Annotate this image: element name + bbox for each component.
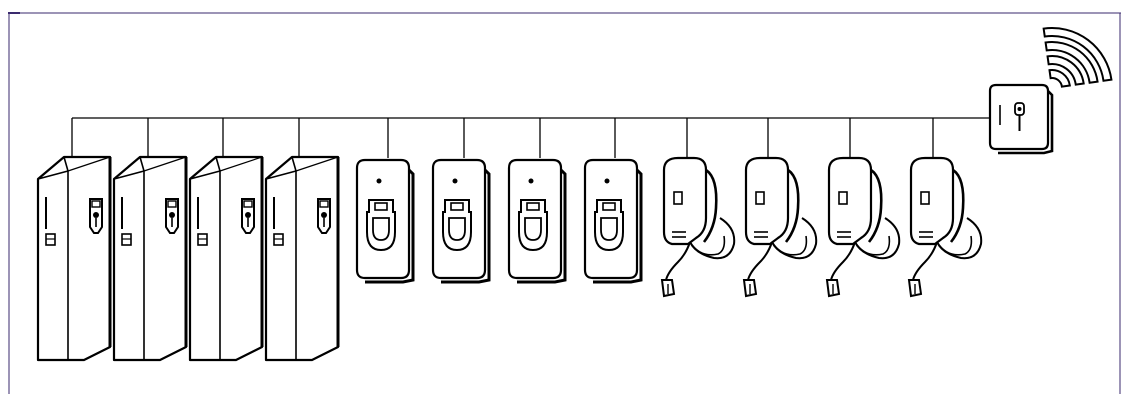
pillar-charging-station-icon: [190, 157, 262, 360]
wallbox-with-cable-icon: [662, 158, 734, 296]
pillar-charging-station-icon: [38, 157, 110, 360]
wallbox-charger-icon: [509, 160, 565, 282]
wallbox-with-cable-icon: [744, 158, 816, 296]
drop-lines: [72, 118, 933, 158]
wallbox-charger-icon: [433, 160, 489, 282]
wallbox-with-cable-icon: [827, 158, 899, 296]
pillar-charging-station-icon: [114, 157, 186, 360]
pillar-charger-group: [38, 157, 338, 360]
pillar-charging-station-icon: [266, 157, 338, 360]
cable-charger-group: [662, 158, 981, 296]
wallbox-charger-icon: [357, 160, 413, 282]
wallbox-with-cable-icon: [909, 158, 981, 296]
wallbox-charger-icon: [585, 160, 641, 282]
wireless-gateway-icon: [990, 85, 1052, 153]
wallbox-charger-group: [357, 160, 641, 282]
wireless-signal-icon: [1044, 20, 1112, 88]
